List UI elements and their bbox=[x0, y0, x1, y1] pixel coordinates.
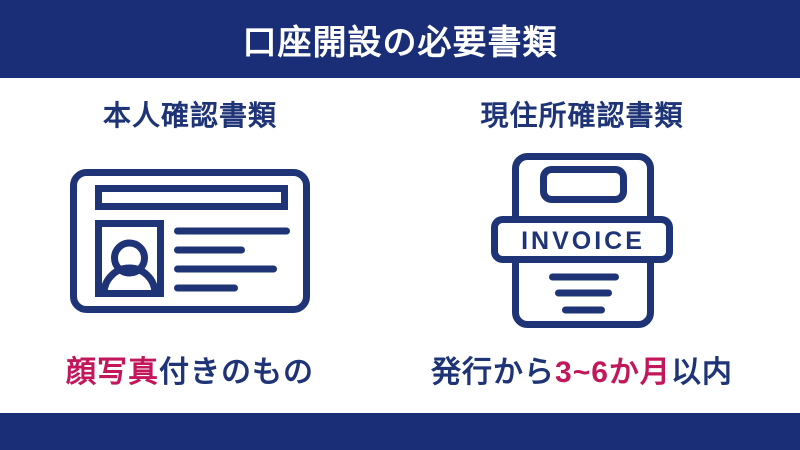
address-documents-heading: 現住所確認書類 bbox=[480, 100, 684, 131]
caption-normal-text: 付きのもの bbox=[159, 356, 314, 389]
address-documents-caption: 発行から3~6か月以内 bbox=[431, 347, 733, 391]
identity-documents-caption: 顔写真付きのもの bbox=[66, 347, 314, 391]
id-card-icon-box bbox=[70, 134, 310, 347]
caption-emphasis-text: 3~6か月 bbox=[555, 356, 671, 389]
footer-bar bbox=[0, 413, 800, 450]
column-address-documents: 現住所確認書類 INVOICE bbox=[382, 78, 782, 413]
column-identity-documents: 本人確認書類 bbox=[0, 78, 390, 413]
invoice-icon: INVOICE bbox=[491, 152, 673, 328]
caption-normal-text: 以内 bbox=[670, 356, 733, 389]
header-bar: 口座開設の必要書類 bbox=[0, 0, 800, 78]
invoice-label-text: INVOICE bbox=[521, 227, 645, 255]
caption-normal-text: 発行から bbox=[431, 356, 556, 389]
id-card-icon bbox=[70, 168, 310, 313]
invoice-icon-box: INVOICE bbox=[490, 134, 674, 347]
content-area: 本人確認書類 bbox=[0, 78, 800, 413]
identity-documents-heading: 本人確認書類 bbox=[102, 100, 277, 131]
page-title: 口座開設の必要書類 bbox=[242, 23, 558, 62]
caption-emphasis-text: 顔写真 bbox=[66, 356, 159, 389]
